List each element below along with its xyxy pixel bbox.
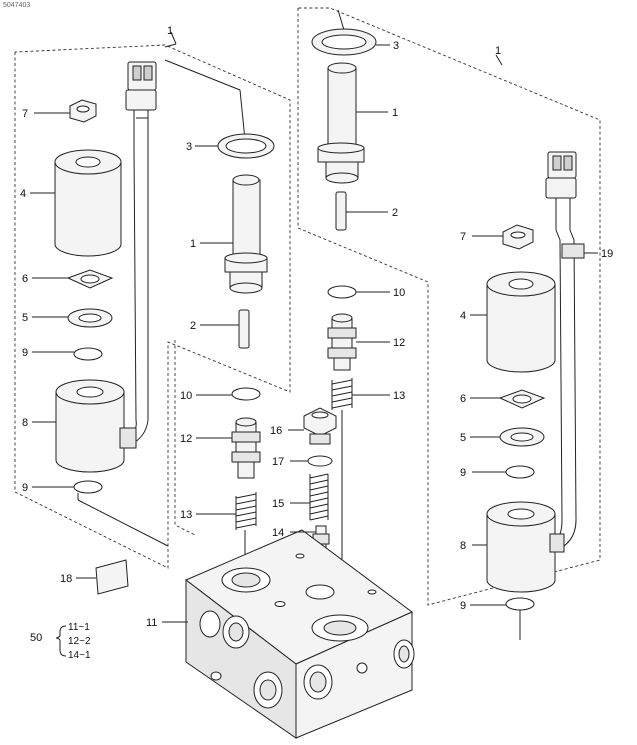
right-washer <box>499 427 545 447</box>
right-nut <box>502 224 534 250</box>
center-seal <box>217 133 275 159</box>
callout-3-center: 3 <box>186 141 192 153</box>
callout-10-center: 10 <box>180 390 192 402</box>
callout-6-left: 6 <box>22 273 28 285</box>
callout-9-left-upper: 9 <box>22 347 28 359</box>
left-group-outline <box>14 31 291 569</box>
callout-15: 15 <box>272 498 284 510</box>
left-nut <box>69 99 97 123</box>
left-plate <box>66 269 114 289</box>
right-seal <box>311 28 377 56</box>
callout-14: 14 <box>272 527 284 539</box>
callout-labels: 1 1 7 4 6 5 9 8 9 3 1 2 10 12 13 16 17 1… <box>20 25 613 629</box>
callout-7-left: 7 <box>22 108 28 120</box>
center-valve <box>231 417 261 479</box>
callout-6-right: 6 <box>460 393 466 405</box>
callout-1-left: 1 <box>167 25 173 37</box>
center-spring <box>235 492 257 530</box>
callout-16: 16 <box>270 425 282 437</box>
right-coil <box>486 271 556 373</box>
center-oring <box>231 387 261 401</box>
callout-2-right: 2 <box>392 207 398 219</box>
callout-2-center: 2 <box>190 320 196 332</box>
kit-legend: 50 11~1 12~2 14~1 <box>30 622 91 661</box>
plug <box>303 407 337 445</box>
callout-13-right: 13 <box>393 390 405 402</box>
callout-7-right: 7 <box>460 231 466 243</box>
callout-5-right: 5 <box>460 432 466 444</box>
callout-4-left: 4 <box>20 188 26 200</box>
callout-19: 19 <box>601 248 613 260</box>
kit-label: 50 <box>30 632 42 644</box>
callout-17: 17 <box>272 456 284 468</box>
callout-8-right: 8 <box>460 540 466 552</box>
callout-10-right: 10 <box>393 287 405 299</box>
right-spring <box>331 378 353 410</box>
corner-text: 5047403 <box>3 2 30 9</box>
callout-1-right-tube: 1 <box>392 107 398 119</box>
left-oring-lower <box>73 480 103 494</box>
center-pin <box>238 309 250 349</box>
left-washer <box>67 308 113 328</box>
callout-5-left: 5 <box>22 312 28 324</box>
kit-item-2: 12~2 <box>68 636 91 647</box>
callout-3-right: 3 <box>393 40 399 52</box>
center-tube <box>224 174 268 294</box>
callout-12-center: 12 <box>180 433 192 445</box>
right-valve <box>327 313 357 371</box>
callout-9-right-lower: 9 <box>460 600 466 612</box>
callout-9-left-lower: 9 <box>22 482 28 494</box>
callout-9-right-upper: 9 <box>460 467 466 479</box>
left-coil <box>54 149 122 257</box>
callout-13-center: 13 <box>180 509 192 521</box>
right-pin <box>335 191 347 231</box>
left-oring-upper <box>73 347 103 361</box>
right-oring-lower <box>505 597 535 611</box>
right-oring <box>327 285 357 299</box>
right-solenoid <box>486 501 565 593</box>
label-plate <box>95 559 129 595</box>
plug-oring <box>307 455 333 467</box>
left-solenoid <box>55 379 137 473</box>
valve-block <box>185 529 415 739</box>
callout-1-right: 1 <box>495 45 501 57</box>
right-clip <box>561 243 585 259</box>
leader-lines <box>30 44 598 623</box>
right-plate <box>498 389 546 409</box>
callout-4-right: 4 <box>460 310 466 322</box>
kit-item-1: 11~1 <box>68 622 90 633</box>
right-tube <box>317 62 365 184</box>
callout-11: 11 <box>146 617 157 629</box>
callout-1-center: 1 <box>190 238 196 250</box>
long-spring <box>309 473 329 521</box>
callout-8-left: 8 <box>22 417 28 429</box>
left-wire-harness <box>125 61 157 447</box>
right-oring-upper <box>505 465 535 479</box>
callout-12-right: 12 <box>393 337 405 349</box>
callout-18: 18 <box>60 573 72 585</box>
kit-item-3: 14~1 <box>68 650 91 661</box>
